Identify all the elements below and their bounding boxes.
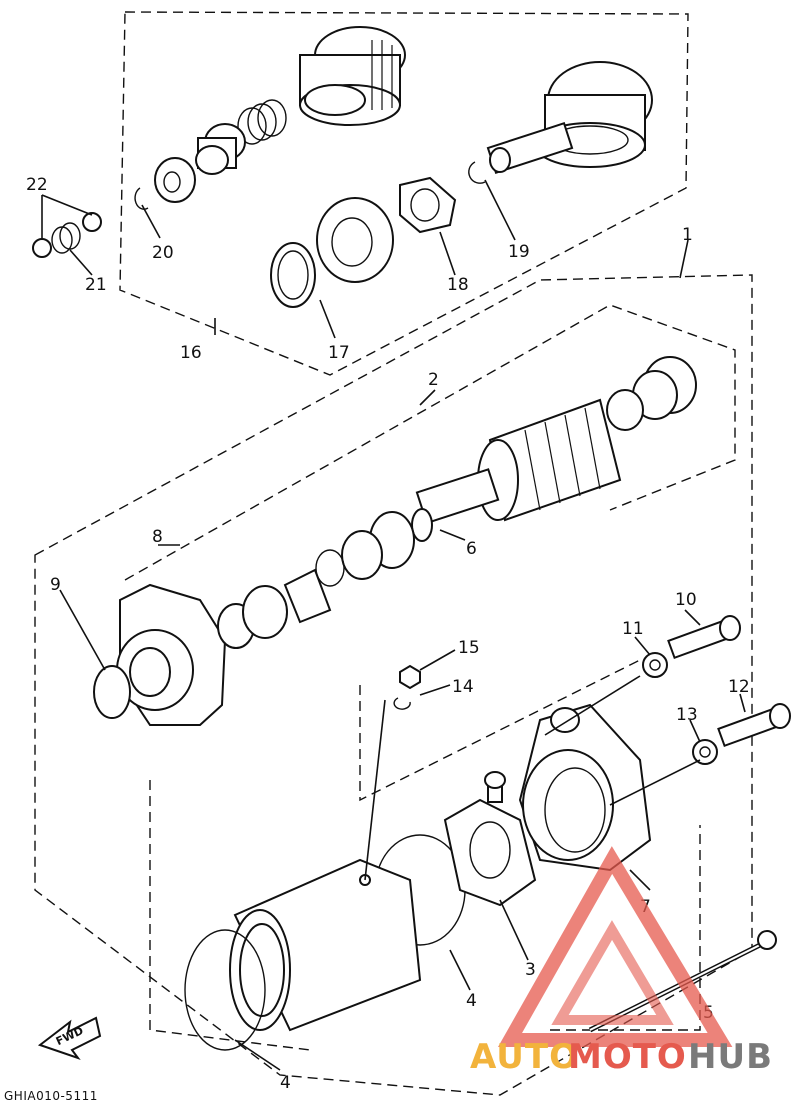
part-11-washer <box>642 652 668 678</box>
watermark-hub: HUB <box>688 1037 773 1077</box>
callout-2: 2 <box>428 370 439 390</box>
part-20-circlip <box>134 187 149 210</box>
callout-14: 14 <box>452 677 474 697</box>
part-6-armature <box>283 356 697 624</box>
callout-21: 21 <box>85 275 107 295</box>
callout-3: 3 <box>525 960 536 980</box>
part-7-rear-cover <box>518 703 652 872</box>
part-12-bolt <box>717 703 791 748</box>
part-16-collar <box>154 157 196 203</box>
watermark-auto: AUTO <box>470 1037 579 1077</box>
leader-lines <box>41 179 746 1071</box>
part-16-pinion-gear <box>299 26 406 126</box>
group-outline-5 <box>550 825 701 1031</box>
callout-9: 9 <box>50 575 61 595</box>
callout-8: 8 <box>152 527 163 547</box>
callout-11: 11 <box>622 619 644 639</box>
callout-labels: 22 21 20 16 17 18 19 1 2 6 8 9 10 11 15 … <box>26 175 750 1093</box>
callout-6: 6 <box>466 539 477 559</box>
group-outline-16 <box>119 11 689 376</box>
callout-4-yoke: 4 <box>466 991 477 1011</box>
watermark-logo-triangle-icon <box>497 846 733 1047</box>
callout-15: 15 <box>458 638 480 658</box>
callout-1: 1 <box>682 225 693 245</box>
callout-10: 10 <box>675 590 697 610</box>
callout-20: 20 <box>152 243 174 263</box>
callout-18: 18 <box>447 275 469 295</box>
part-16-outer-bearing <box>316 197 394 283</box>
part-3-brush-holder <box>443 771 537 907</box>
callout-22: 22 <box>26 175 48 195</box>
watermark-moto: MOTO <box>568 1037 687 1077</box>
fwd-arrow-icon <box>37 1016 102 1060</box>
part-9-o-ring <box>93 665 131 719</box>
watermark-logo-inner-icon <box>551 920 674 1025</box>
watermark: AUTO MOTO HUB <box>470 846 773 1077</box>
callout-19: 19 <box>508 242 530 262</box>
diagram-code: GHIA010-5111 <box>4 1089 98 1103</box>
part-15-nut <box>399 664 421 690</box>
part-4-yoke <box>184 834 466 1051</box>
callout-17: 17 <box>328 343 350 363</box>
part-19-circlip <box>468 161 486 184</box>
fwd-arrow: FWD <box>37 1016 102 1060</box>
callout-13: 13 <box>676 705 698 725</box>
group-outline-2 <box>124 304 736 581</box>
part-16-sleeve <box>195 123 246 175</box>
group-outline-7 <box>359 659 641 802</box>
part-10-bolt <box>667 615 741 660</box>
part-21-22-spring-set <box>32 212 102 258</box>
part-16-spring <box>237 99 287 145</box>
callout-16: 16 <box>180 343 202 363</box>
callout-4-gasket: 4 <box>280 1073 291 1093</box>
part-14-lock-washer <box>393 697 411 710</box>
group-outline-4 <box>149 780 311 1051</box>
part-13-washer <box>692 739 718 765</box>
callout-12: 12 <box>728 677 750 697</box>
part-16-clutch-housing <box>486 61 653 174</box>
part-17-thrust-bearing <box>270 242 316 308</box>
part-8-front-cover <box>116 583 288 726</box>
part-18-retainer-plate <box>399 176 457 234</box>
